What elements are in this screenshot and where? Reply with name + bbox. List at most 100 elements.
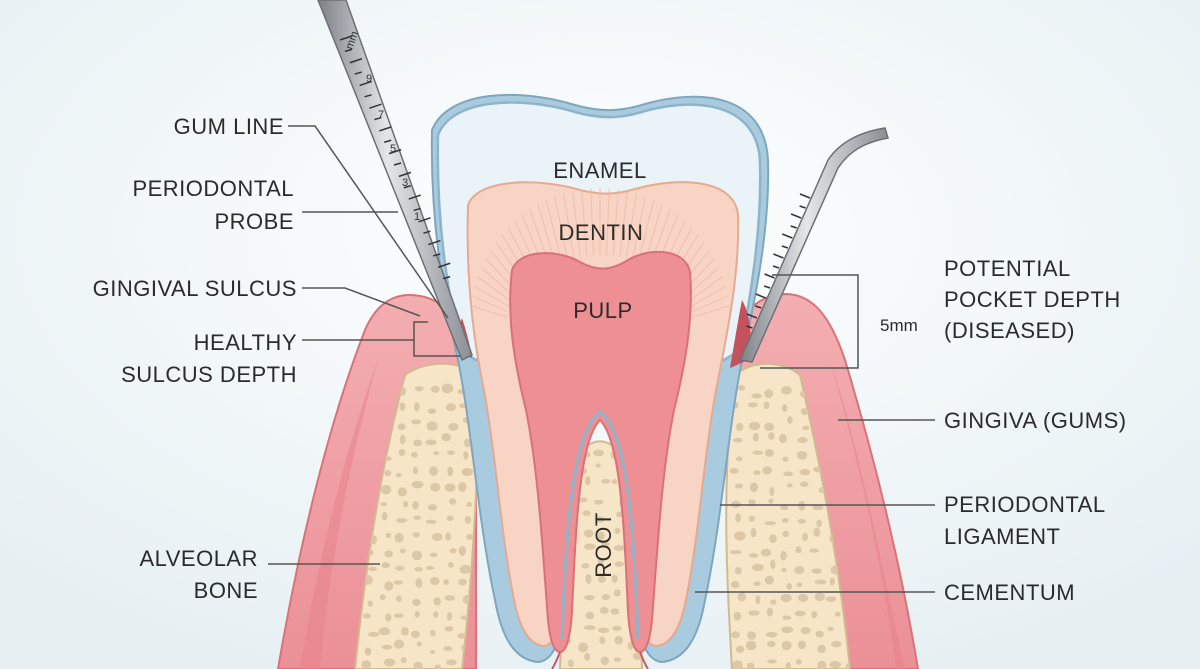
bone-pore — [583, 529, 594, 538]
bone-pore — [737, 385, 746, 391]
bone-pore — [429, 466, 438, 476]
bone-pore — [814, 592, 826, 602]
bone-pore — [764, 422, 775, 432]
bone-pore — [413, 515, 422, 520]
bone-pore — [425, 519, 437, 524]
bone-pore — [427, 408, 437, 414]
dentin-tubule — [687, 276, 723, 303]
bone-pore — [444, 483, 456, 492]
bone-pore — [800, 408, 809, 416]
bone-pore — [794, 566, 805, 575]
bone-pore — [595, 463, 601, 468]
probe-tick — [799, 205, 806, 209]
pocket-measure-label: 5mm — [880, 316, 918, 335]
bone-pore — [732, 660, 743, 669]
bone-pore — [393, 639, 405, 649]
periodontal-ligament-label-line1: PERIODONTAL — [944, 492, 1106, 517]
bone-pore — [414, 567, 423, 572]
bone-pore — [367, 600, 374, 607]
bone-pore — [411, 550, 423, 561]
bone-pore — [815, 630, 824, 638]
bone-pore — [786, 483, 793, 488]
bone-pore — [786, 583, 792, 590]
bone-pore — [447, 466, 454, 477]
bone-pore — [781, 567, 787, 573]
bone-pore — [817, 644, 826, 654]
dentin-tubule — [477, 276, 513, 303]
bone-pore — [763, 401, 770, 410]
bone-pore — [825, 596, 837, 602]
bone-pore — [734, 483, 744, 489]
bone-pore — [748, 499, 756, 505]
dentin-tubule — [632, 196, 646, 260]
bone-pore — [614, 561, 624, 567]
bone-pore — [458, 481, 467, 492]
bone-pore — [429, 552, 438, 558]
probe-tick — [764, 273, 775, 279]
bone-pore — [735, 645, 745, 653]
probe-tick — [790, 213, 802, 219]
bone-pore — [614, 635, 624, 645]
probe-scale-9: 9 — [366, 73, 372, 85]
bone-pore — [735, 513, 742, 523]
bone-pore — [747, 402, 758, 408]
probe-tick — [799, 193, 811, 199]
bone-pore — [597, 558, 604, 565]
periodontal-probe-label-line2: PROBE — [214, 209, 294, 234]
probe-tick — [388, 148, 402, 155]
dentin-tubule — [581, 189, 588, 256]
bone-pore — [611, 574, 618, 583]
bone-pore — [381, 511, 388, 521]
bone-pore — [395, 518, 408, 523]
bone-pore — [766, 659, 777, 664]
bone-pore — [567, 659, 575, 668]
lead-gingival-sulcus — [302, 287, 421, 317]
bone-pore — [764, 521, 776, 526]
alveolar-bone-label-line2: BONE — [194, 578, 258, 603]
bone-pore — [432, 532, 443, 542]
bone-pore — [594, 516, 605, 523]
bone-pore — [582, 510, 591, 516]
bone-pore — [411, 419, 422, 425]
bone-pore — [781, 626, 794, 634]
bone-pore — [400, 657, 407, 664]
bone-pore — [384, 658, 396, 667]
probe-tick — [374, 116, 382, 121]
bone-pore — [809, 548, 820, 553]
bone-pore — [765, 631, 778, 638]
bone-pore — [466, 533, 474, 540]
dentin-tubule — [606, 188, 610, 256]
bone-pore — [361, 660, 372, 669]
bone-pore — [433, 451, 440, 456]
bone-pore — [379, 502, 388, 507]
bone-pore — [463, 451, 469, 460]
dentin-label: DENTIN — [559, 220, 644, 245]
bone-pore — [778, 433, 787, 444]
probe-tick — [428, 239, 441, 246]
bone-pore — [379, 594, 386, 601]
pocket-depth-label-line3: (DISEASED) — [944, 318, 1075, 343]
bone-pore — [610, 608, 620, 615]
bone-pore — [760, 548, 772, 557]
bone-pore — [829, 660, 841, 669]
bone-pore — [613, 589, 621, 597]
probe-tick — [755, 293, 766, 299]
bone-pore — [415, 578, 423, 588]
bone-pore — [796, 451, 808, 460]
bone-pore — [834, 611, 841, 617]
bone-pore — [752, 450, 764, 455]
bone-pore — [583, 625, 596, 631]
bone-pore — [385, 613, 392, 622]
bone-pore — [813, 527, 821, 537]
bone-pore — [433, 597, 441, 606]
bone-pore — [845, 662, 850, 669]
bone-pore — [781, 386, 792, 395]
bone-pore — [384, 550, 393, 558]
probe-tick — [773, 253, 784, 259]
bone-pore — [769, 534, 777, 543]
periodontal-probe-label-line1: PERIODONTAL — [132, 176, 294, 201]
dentin-tubule — [469, 304, 507, 318]
probe-tick — [437, 262, 451, 268]
bone-pore — [364, 647, 372, 656]
bone-pore — [445, 532, 452, 541]
